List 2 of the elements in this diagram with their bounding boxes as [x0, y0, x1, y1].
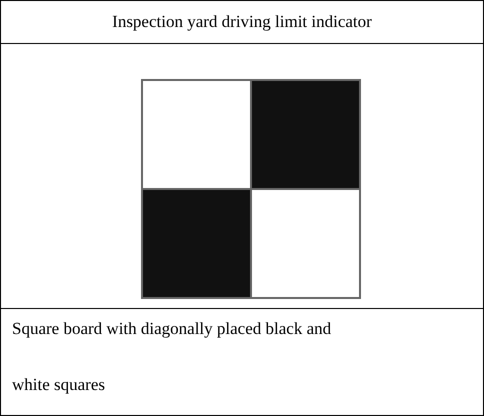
description-text: Square board with diagonally placed black and white squares — [12, 318, 332, 396]
header-text: Inspection yard driving limit indicator — [111, 12, 373, 32]
